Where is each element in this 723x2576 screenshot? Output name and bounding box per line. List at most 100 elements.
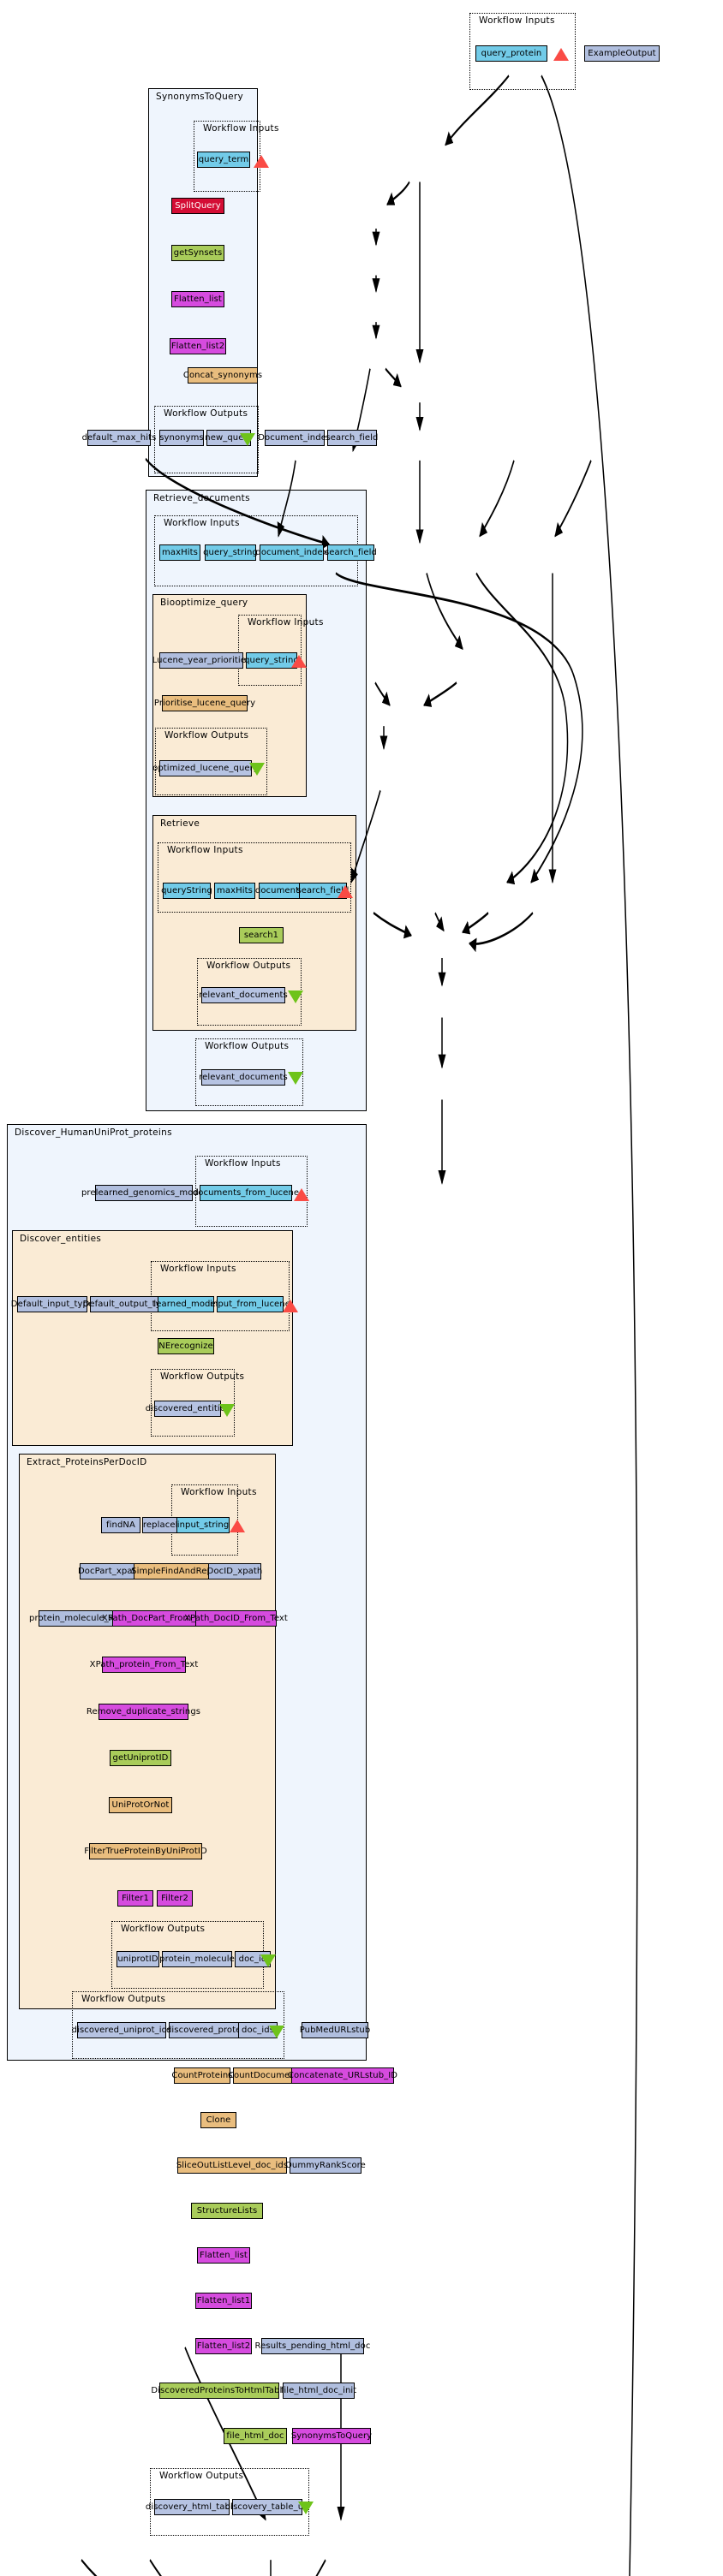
node-query-protein[interactable]: query_protein <box>475 45 547 62</box>
node-example-output[interactable]: ExampleOutput <box>584 45 660 62</box>
group-r-workflow-inputs: Workflow Inputs <box>158 842 351 913</box>
node-query-string-bq[interactable]: query_string <box>244 651 299 669</box>
node-get-synsets[interactable]: getSynsets <box>171 244 224 261</box>
group-top-workflow-inputs: Workflow Inputs <box>469 13 576 91</box>
node-flatten-list2-stq[interactable]: Flatten_list2 <box>170 337 226 354</box>
node-xpath-protein-from-text[interactable]: XPath_protein_From_Text <box>90 1657 198 1674</box>
node-get-uniprot-id[interactable]: getUniprotID <box>110 1750 171 1767</box>
group-extract-proteins-per-docid: Extract_ProteinsPerDocID <box>19 1454 276 2010</box>
node-query-string-r[interactable]: queryString <box>161 882 212 899</box>
node-discovery-table-url[interactable]: discovery_table_url <box>225 2498 309 2515</box>
group-bq-workflow-outputs: Workflow Outputs <box>155 728 267 796</box>
node-synonyms-to-query-bottom[interactable]: SynonymsToQuery <box>291 2427 372 2444</box>
node-clone[interactable]: Clone <box>200 2112 236 2129</box>
node-discovered-proteins[interactable]: discovered_proteins <box>166 2022 254 2039</box>
group-label: Workflow Outputs <box>206 960 291 971</box>
node-flatten-list1-b[interactable]: Flatten_list1 <box>195 2293 252 2309</box>
node-protein-molecule-xpath[interactable]: protein_molecule_xpath <box>29 1609 134 1627</box>
node-find-na[interactable]: findNA <box>101 1516 140 1533</box>
node-default-output-type[interactable]: Default_output_type <box>83 1295 171 1312</box>
node-discovered-uniprot-ids[interactable]: discovered_uniprot_ids <box>72 2022 171 2039</box>
node-relevant-documents-r[interactable]: relevant_documents <box>199 986 288 1003</box>
node-flatten-list-stq[interactable]: Flatten_list <box>171 291 224 308</box>
output-port-triangle-icon-ep <box>260 1954 276 1968</box>
node-default-input-type[interactable]: Default_input_type <box>11 1295 93 1312</box>
node-docid-xpath[interactable]: DocID_xpath <box>207 1563 262 1580</box>
node-default-max-hits[interactable]: default_max_hits <box>82 430 156 447</box>
group-label: Workflow Outputs <box>160 1371 245 1382</box>
group-label: Workflow Outputs <box>205 1041 290 1051</box>
node-search-field-rd[interactable]: search_field <box>325 544 377 561</box>
node-input-string[interactable]: input_string <box>176 1516 230 1533</box>
node-count-proteins[interactable]: CountProteins <box>171 2067 233 2084</box>
node-file-html-doc[interactable]: file_html_doc <box>224 2427 287 2444</box>
node-structure-lists[interactable]: StructureLists <box>191 2202 263 2219</box>
input-port-triangle-icon <box>230 1520 245 1533</box>
group-label: Workflow Outputs <box>121 1923 206 1934</box>
group-de-workflow-inputs: Workflow Inputs <box>151 1260 290 1332</box>
node-file-html-doc-init[interactable]: file_html_doc_init <box>281 2383 356 2400</box>
node-pubmed-urlstub[interactable]: PubMedURLstub <box>300 2022 370 2039</box>
group-label: Retrieve <box>160 818 200 829</box>
node-document-index-const[interactable]: Document_index <box>258 430 332 447</box>
node-discovery-html-table[interactable]: discovery_html_table <box>146 2498 238 2515</box>
node-filter1[interactable]: Filter1 <box>117 1889 153 1907</box>
node-remove-duplicate-strings[interactable]: Remove_duplicate_strings <box>87 1703 200 1720</box>
node-max-hits-rd[interactable]: maxHits <box>159 544 200 561</box>
node-max-hits-r[interactable]: maxHits <box>214 882 255 899</box>
output-port-triangle-icon <box>269 2025 284 2038</box>
node-prelearned-genomics-model[interactable]: prelearned_genomics_model <box>81 1185 206 1202</box>
node-filter2[interactable]: Filter2 <box>157 1889 193 1907</box>
node-results-pending-html-doc[interactable]: Results_pending_html_doc <box>255 2337 370 2354</box>
node-prioritise-lucene-query[interactable]: Prioritise_lucene_query <box>154 695 255 712</box>
node-documents-from-lucene[interactable]: documents_from_lucene <box>193 1185 299 1202</box>
node-query-term[interactable]: query_term <box>197 151 250 168</box>
node-flatten-list2-b[interactable]: Flatten_list2 <box>195 2337 252 2354</box>
node-uniprot-id-out[interactable]: uniprotID <box>117 1951 159 1968</box>
node-relevant-documents-rd[interactable]: relevant_documents <box>199 1068 288 1086</box>
group-bq-workflow-inputs: Workflow Inputs <box>238 615 323 687</box>
input-port-triangle-icon <box>254 154 269 168</box>
group-label: Retrieve_documents <box>153 492 250 503</box>
output-port-triangle-icon <box>249 763 265 776</box>
node-search-field-const[interactable]: search_field <box>326 430 378 447</box>
node-query-string-rd[interactable]: query_string <box>203 544 258 561</box>
node-lucene-year-priorities[interactable]: Lucene_year_priorities <box>152 651 250 669</box>
node-xpath-docpart-from-text[interactable]: XPath_DocPart_From_Text <box>102 1609 213 1627</box>
input-port-triangle-icon <box>338 885 353 899</box>
node-uniprot-or-not[interactable]: UniProtOrNot <box>109 1796 172 1813</box>
input-port-triangle-icon <box>294 1187 309 1201</box>
node-flatten-list-b[interactable]: Flatten_list <box>197 2247 250 2264</box>
node-discovered-entities[interactable]: discovered_entities <box>146 1401 230 1418</box>
node-nerecognize[interactable]: NErecognize <box>158 1337 214 1354</box>
group-label: Workflow Outputs <box>81 1994 166 2005</box>
node-filter-true-protein-by-uniprot-id[interactable]: FilterTrueProteinByUniProtID <box>84 1843 207 1860</box>
node-slice-out-list-level-doc-ids[interactable]: SliceOutListLevel_doc_ids <box>176 2157 288 2174</box>
group-label: Workflow Inputs <box>205 1158 281 1169</box>
node-search-field-retrieve[interactable]: search_field <box>297 882 349 899</box>
node-dummy-rank-score[interactable]: DummyRankScore <box>285 2157 366 2174</box>
node-concat-synonyms[interactable]: Concat_synonyms <box>183 366 262 384</box>
node-split-query[interactable]: SplitQuery <box>171 198 224 215</box>
group-label: Workflow Outputs <box>164 408 248 419</box>
group-label: Workflow Inputs <box>164 517 240 528</box>
group-label: Biooptimize_query <box>160 597 248 608</box>
node-search1[interactable]: search1 <box>239 927 284 944</box>
node-document-index-rd[interactable]: document_index <box>255 544 328 561</box>
node-concatenate-urlstub-id[interactable]: Concatenate_URLstub_ID <box>288 2067 397 2084</box>
group-label: Workflow Inputs <box>203 123 279 134</box>
group-label: Workflow Inputs <box>160 1263 236 1274</box>
node-xpath-docid-from-text[interactable]: XPath_DocID_From_Text <box>184 1609 288 1627</box>
group-label: Workflow Outputs <box>164 730 249 741</box>
node-protein-molecule-out[interactable]: protein_molecule <box>159 1951 235 1968</box>
output-port-triangle-icon <box>219 1403 235 1417</box>
node-discovered-proteins-to-html-table[interactable]: DiscoveredProteinsToHtmlTable <box>151 2383 288 2400</box>
node-learned-model[interactable]: learned_model <box>153 1295 218 1312</box>
node-input-from-lucene[interactable]: input_from_lucene <box>210 1295 290 1312</box>
node-optimized-lucene-query[interactable]: optimized_lucene_query <box>152 759 259 776</box>
group-de-workflow-outputs: Workflow Outputs <box>151 1368 244 1437</box>
node-synonyms[interactable]: synonyms <box>159 430 204 447</box>
group-label: Workflow Inputs <box>167 844 243 855</box>
group-label: SynonymsToQuery <box>156 92 243 103</box>
group-label: Extract_ProteinsPerDocID <box>27 1457 147 1468</box>
